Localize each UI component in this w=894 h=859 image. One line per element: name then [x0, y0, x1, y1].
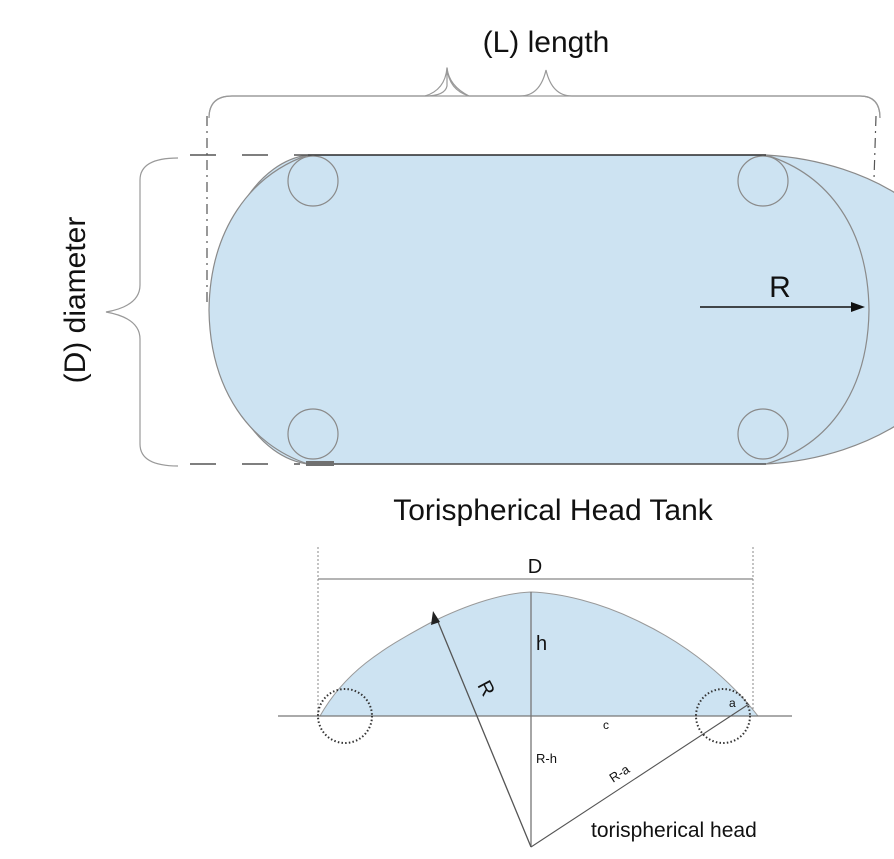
radius-arrowhead-icon: [851, 302, 865, 312]
head-c-label: c: [603, 718, 609, 732]
head-diameter-label: D: [528, 556, 542, 578]
knuckle-circle-top-right: [737, 155, 789, 207]
length-label: (L) length: [483, 26, 610, 59]
knuckle-circle-top-left: [287, 155, 339, 207]
length-brace-main: [208, 69, 881, 119]
head-knuckle-circle-right: [695, 688, 751, 744]
head-radius-arrowhead-icon: [431, 611, 440, 625]
knuckle-circle-bottom-right: [737, 408, 789, 460]
figure-title: Torispherical Head Tank: [393, 494, 714, 527]
head-radius-line: [435, 616, 532, 848]
head-caption: torispherical head: [591, 819, 757, 842]
head-knuckle-circle-left: [317, 688, 373, 744]
head-a-label: a: [729, 696, 736, 710]
tank-head-right: [765, 154, 870, 465]
length-brace-tip-left: [424, 67, 448, 97]
head-r-minus-a-label: R-a: [606, 761, 632, 785]
bottom-edge-mark: [306, 461, 334, 466]
diameter-brace: [105, 157, 179, 467]
knuckle-circle-bottom-left: [287, 408, 339, 460]
head-r-minus-h-label: R-h: [536, 751, 557, 766]
diameter-label: (D) diameter: [59, 217, 92, 384]
head-r-minus-a-line: [530, 703, 750, 848]
tank-head-left: [208, 154, 309, 465]
radius-label: R: [769, 271, 791, 304]
tank-shell: [307, 156, 767, 463]
head-height-label: h: [536, 633, 547, 655]
length-brace-tip-right: [446, 67, 470, 97]
